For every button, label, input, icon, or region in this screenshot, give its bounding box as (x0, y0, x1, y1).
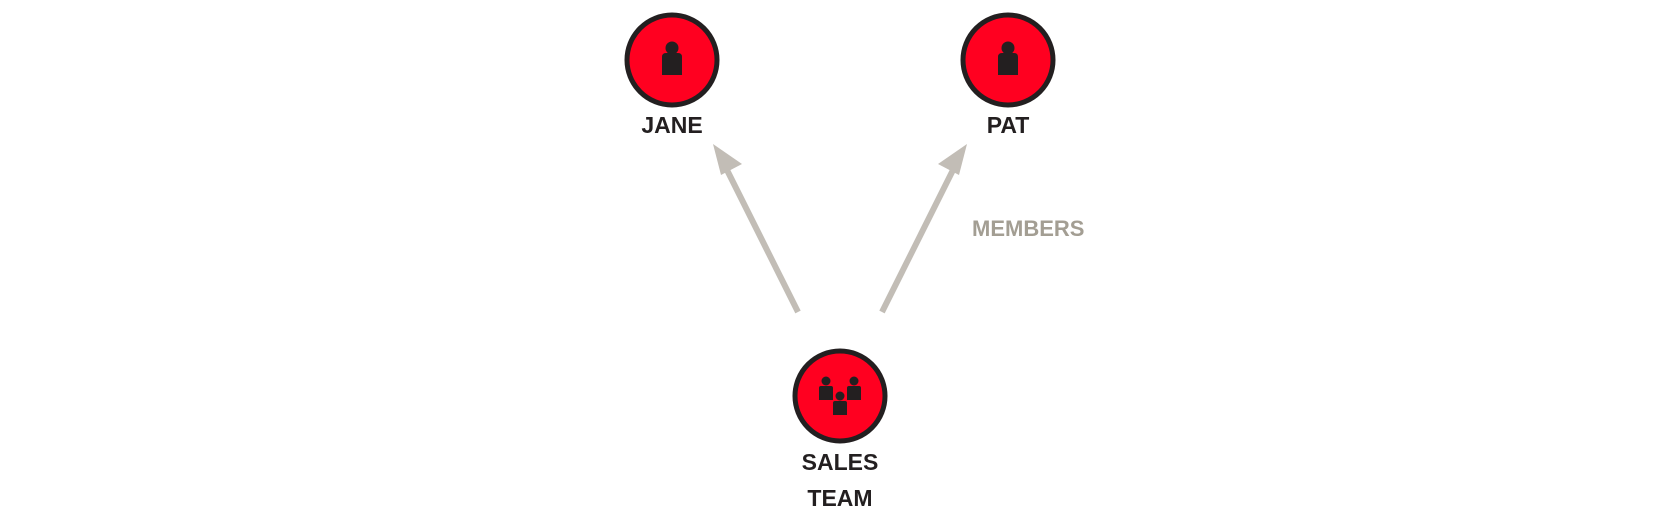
node-pat[interactable]: PAT (960, 12, 1056, 138)
arrowhead-jane (713, 144, 742, 175)
arrowhead-pat (938, 144, 967, 175)
node-sales-team[interactable]: SALES TEAM (792, 348, 888, 511)
group-icon (819, 376, 861, 415)
edge-line-pat (879, 168, 956, 314)
edge-sales-team-to-jane[interactable] (713, 144, 801, 314)
node-label-jane: JANE (641, 112, 702, 138)
node-label-sales-team-line2: TEAM (807, 485, 872, 511)
person-icon (662, 41, 682, 75)
edge-line-jane (724, 168, 801, 314)
edge-sales-team-to-pat[interactable] (879, 144, 967, 314)
node-label-pat: PAT (987, 112, 1030, 138)
node-label-sales-team-line1: SALES (802, 449, 879, 475)
edges: MEMBERS (713, 144, 1084, 314)
node-jane[interactable]: JANE (624, 12, 720, 138)
person-icon (998, 41, 1018, 75)
edge-label-members: MEMBERS (972, 216, 1084, 241)
